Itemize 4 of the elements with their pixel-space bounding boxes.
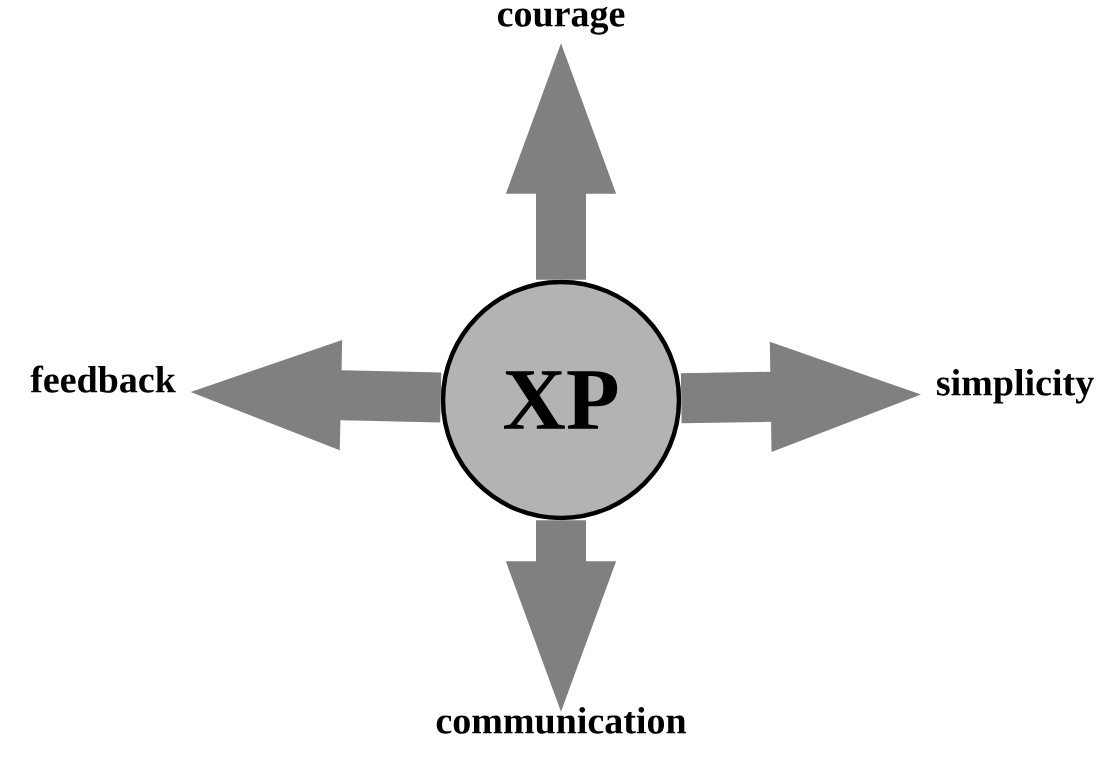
- value-label: feedback: [30, 365, 176, 393]
- value-label: courage: [497, 6, 625, 35]
- value-label: simplicity: [937, 368, 1094, 404]
- value-label: communication: [436, 706, 687, 734]
